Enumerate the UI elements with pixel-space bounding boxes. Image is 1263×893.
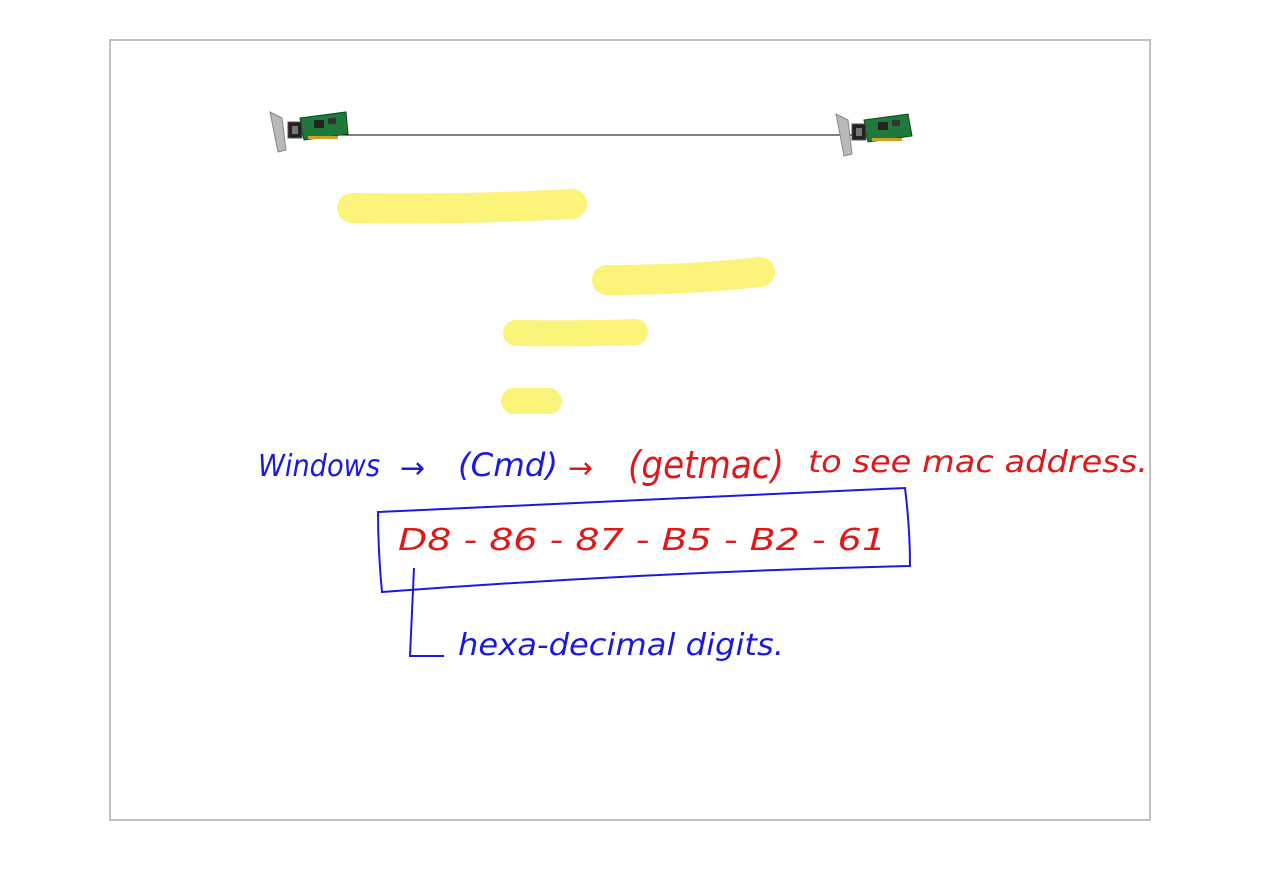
mac-address-box xyxy=(376,486,912,594)
highlighter-marks xyxy=(337,189,775,414)
highlight-stroke xyxy=(592,257,775,295)
note-purpose: to see mac address. xyxy=(808,445,1148,480)
highlight-stroke xyxy=(337,189,587,224)
network-card-icon xyxy=(269,111,349,153)
network-card-icon xyxy=(835,113,913,157)
arrow-icon: → xyxy=(568,451,593,486)
pointer-bracket xyxy=(408,567,444,657)
note-cmd: (Cmd) xyxy=(458,446,558,484)
note-windows: Windows xyxy=(258,449,380,484)
slide-canvas xyxy=(109,39,1151,821)
note-hexadecimal-digits: hexa-decimal digits. xyxy=(458,628,784,663)
mac-address-value: D8 - 86 - 87 - B5 - B2 - 61 xyxy=(398,523,886,558)
highlight-stroke xyxy=(503,319,648,347)
note-getmac: (getmac) xyxy=(628,443,784,487)
arrow-icon: → xyxy=(400,451,425,486)
